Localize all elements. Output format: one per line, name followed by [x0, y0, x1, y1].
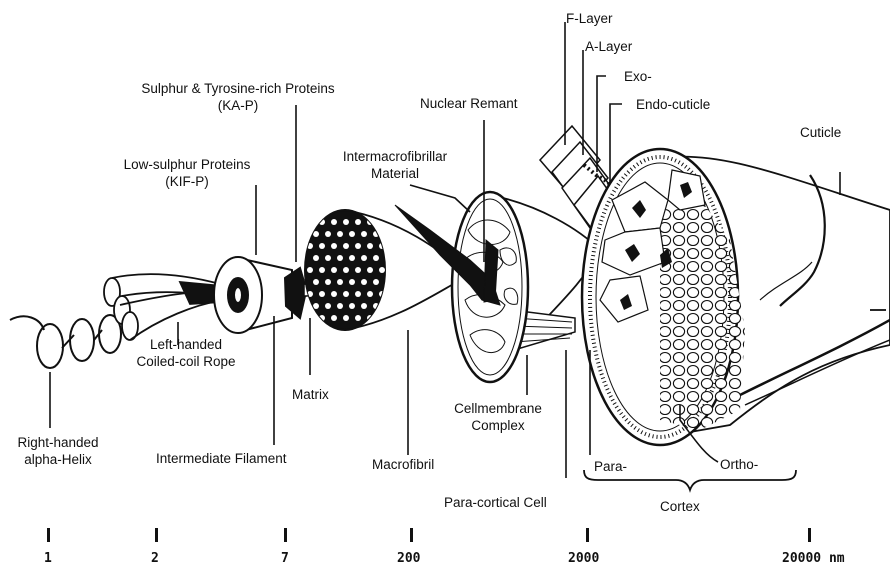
label-cuticle: Cuticle — [800, 124, 841, 141]
label-intermacro-line2: Material — [320, 165, 470, 182]
scale-value-2: 2 — [151, 551, 159, 566]
label-alpha-line1: Right-handed — [2, 434, 114, 451]
label-coiled-coil-rope: Left-handed Coiled-coil Rope — [118, 336, 254, 370]
scale-tick-6 — [808, 528, 811, 542]
label-cellmembrane-line2: Complex — [436, 417, 560, 434]
coiled-coil-rope-drawing — [104, 274, 222, 340]
label-exo: Exo- — [624, 68, 652, 85]
alpha-helix-drawing — [10, 315, 121, 368]
label-para: Para- — [594, 458, 627, 475]
scale-tick-5 — [586, 528, 589, 542]
label-coiled-line2: Coiled-coil Rope — [118, 353, 254, 370]
scale-tick-4 — [410, 528, 413, 542]
scale-tick-3 — [284, 528, 287, 542]
label-a-layer: A-Layer — [585, 38, 632, 55]
label-low-sulphur-line1: Low-sulphur Proteins — [102, 156, 272, 173]
label-matrix: Matrix — [292, 386, 329, 403]
scale-tick-2 — [155, 528, 158, 542]
label-endo-cuticle: Endo-cuticle — [636, 96, 710, 113]
label-alpha-line2: alpha-Helix — [2, 451, 114, 468]
label-alpha-helix: Right-handed alpha-Helix — [2, 434, 114, 468]
scale-value-5: 2000 — [568, 551, 599, 566]
label-cellmembrane-line1: Cellmembrane — [436, 400, 560, 417]
scale-value-4: 200 — [397, 551, 420, 566]
cortex-fibre-drawing — [540, 126, 890, 445]
label-cellmembrane-complex: Cellmembrane Complex — [436, 400, 560, 434]
label-low-sulphur-proteins: Low-sulphur Proteins (KIF-P) — [102, 156, 272, 190]
label-coiled-line1: Left-handed — [118, 336, 254, 353]
label-cortex: Cortex — [660, 498, 700, 515]
label-sulphur-line2: (KA-P) — [108, 97, 368, 114]
label-para-cortical-cell: Para-cortical Cell — [444, 494, 547, 511]
label-ortho: Ortho- — [720, 456, 758, 473]
label-low-sulphur-line2: (KIF-P) — [102, 173, 272, 190]
label-sulphur-proteins: Sulphur & Tyrosine-rich Proteins (KA-P) — [108, 80, 368, 114]
label-macrofibril: Macrofibril — [372, 456, 434, 473]
label-sulphur-line1: Sulphur & Tyrosine-rich Proteins — [108, 80, 368, 97]
label-intermediate-filament: Intermediate Filament — [156, 450, 287, 467]
scale-value-1: 1 — [44, 551, 52, 566]
label-f-layer: F-Layer — [566, 10, 613, 27]
label-intermacro-line1: Intermacrofibrillar — [320, 148, 470, 165]
macrofibril-drawing — [305, 210, 470, 330]
scale-value-3: 7 — [281, 551, 289, 566]
label-intermacrofibrillar: Intermacrofibrillar Material — [320, 148, 470, 182]
scale-tick-1 — [47, 528, 50, 542]
scale-value-6: 20000 nm — [782, 551, 845, 566]
label-nuclear-remant: Nuclear Remant — [420, 95, 518, 112]
